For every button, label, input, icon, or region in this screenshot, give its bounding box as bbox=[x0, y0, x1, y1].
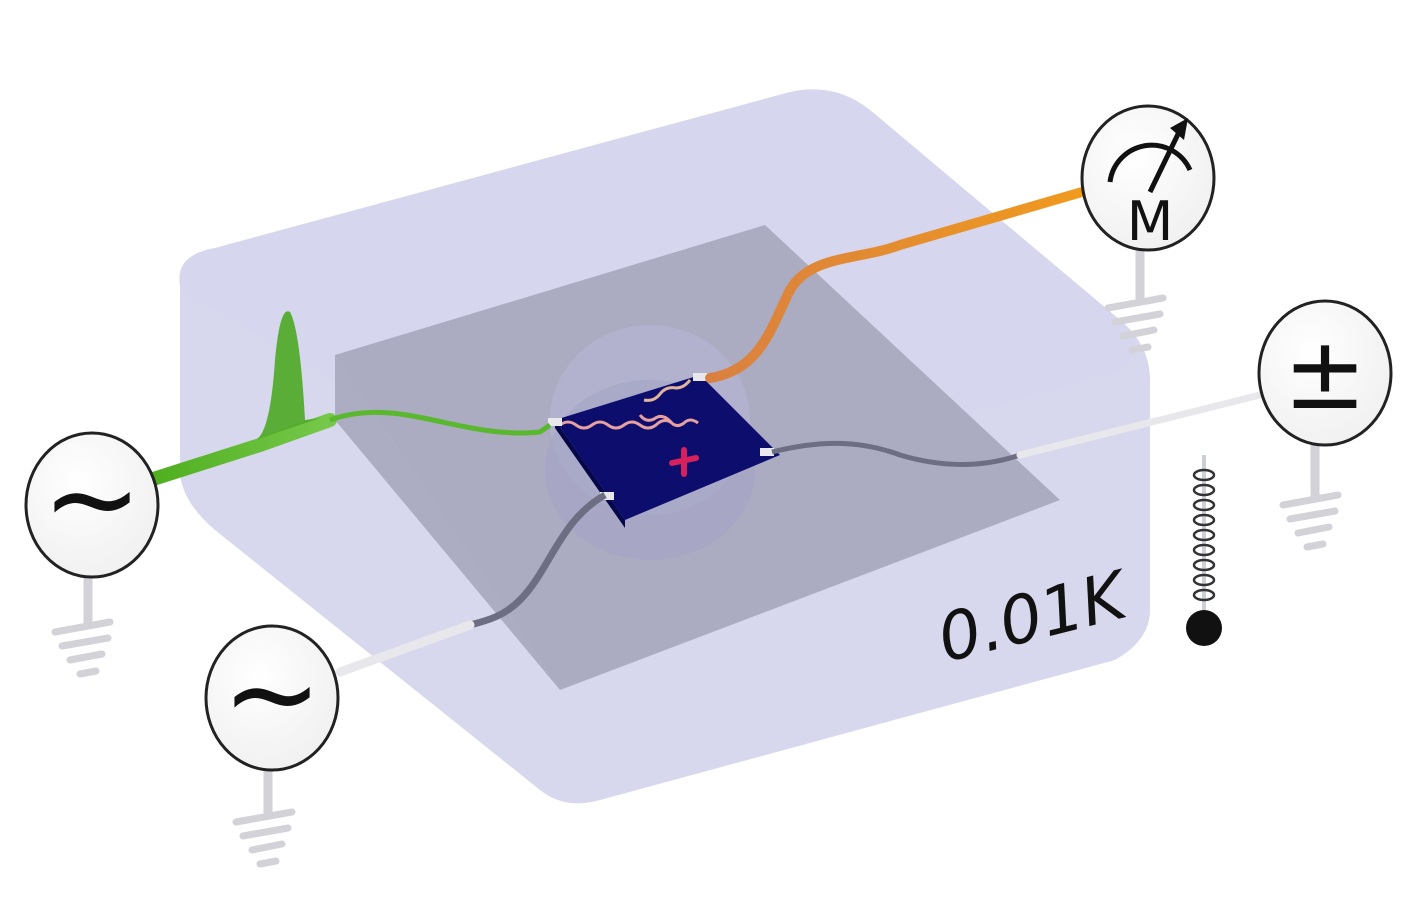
ac-source-left[interactable]: ~ bbox=[26, 430, 158, 577]
ac-source-left-symbol: ~ bbox=[42, 430, 143, 569]
ac-source-bottom-symbol: ~ bbox=[222, 625, 323, 764]
measurement-meter[interactable]: M bbox=[1082, 106, 1214, 253]
thermometer-spring-icon bbox=[1186, 455, 1222, 646]
measurement-meter-symbol: M bbox=[1127, 190, 1174, 253]
dc-bias-source[interactable]: ± bbox=[1259, 301, 1391, 445]
dc-bias-source-symbol: ± bbox=[1283, 315, 1367, 432]
ac-source-bottom[interactable]: ~ bbox=[206, 625, 338, 770]
